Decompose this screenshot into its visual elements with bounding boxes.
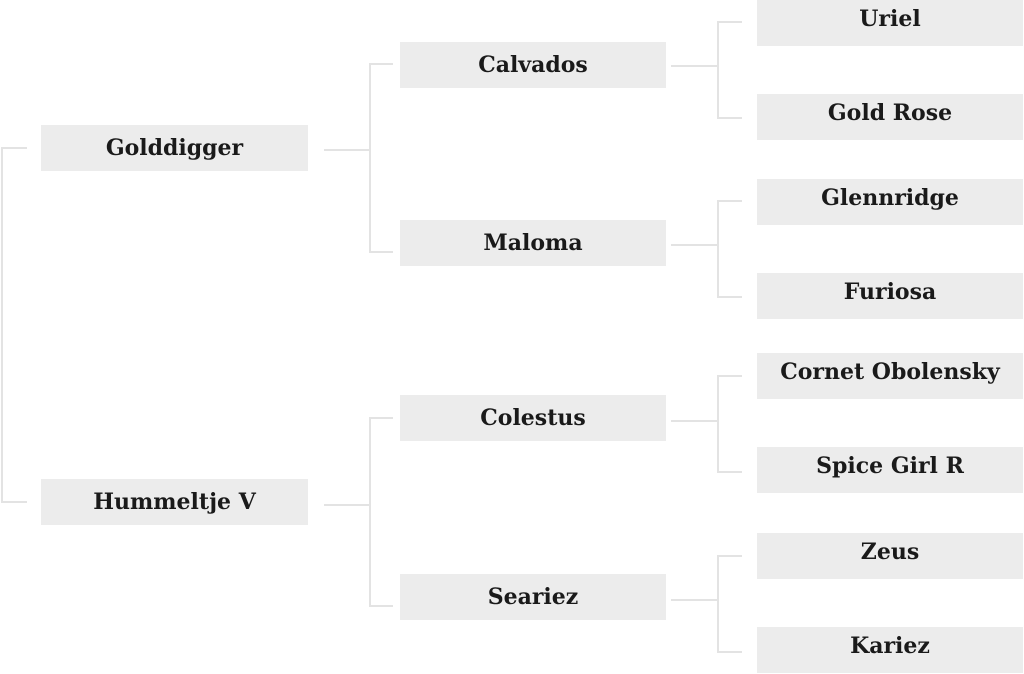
node-uriel-label: Uriel — [859, 6, 921, 32]
node-uriel: Uriel — [757, 0, 1023, 46]
connector-seariez-bracket — [717, 555, 742, 653]
node-hummeltje-v: Hummeltje V — [41, 479, 308, 525]
node-zeus: Zeus — [757, 533, 1023, 579]
connector-hummeltje-bracket — [369, 417, 393, 607]
node-calvados-label: Calvados — [478, 52, 588, 78]
node-spice-girl-r: Spice Girl R — [757, 447, 1023, 493]
node-glennridge: Glennridge — [757, 179, 1023, 225]
node-glennridge-label: Glennridge — [821, 185, 959, 211]
node-golddigger-label: Golddigger — [105, 135, 244, 161]
node-kariez-label: Kariez — [850, 633, 930, 659]
node-gold-rose-label: Gold Rose — [827, 100, 953, 126]
node-kariez: Kariez — [757, 627, 1023, 673]
node-calvados: Calvados — [400, 42, 666, 88]
node-spice-girl-r-label: Spice Girl R — [816, 453, 964, 479]
node-maloma-label: Maloma — [483, 230, 583, 256]
connector-root — [1, 147, 27, 503]
node-golddigger: Golddigger — [41, 125, 308, 171]
connector-maloma-bracket — [717, 200, 742, 298]
node-maloma: Maloma — [400, 220, 666, 266]
node-colestus: Colestus — [400, 395, 666, 441]
node-seariez-label: Seariez — [487, 584, 579, 610]
node-cornet-obolensky-label: Cornet Obolensky — [780, 359, 1000, 385]
node-furiosa-label: Furiosa — [843, 279, 937, 305]
node-colestus-label: Colestus — [480, 405, 586, 431]
node-zeus-label: Zeus — [860, 539, 920, 565]
node-hummeltje-v-label: Hummeltje V — [93, 489, 256, 515]
node-furiosa: Furiosa — [757, 273, 1023, 319]
node-gold-rose: Gold Rose — [757, 94, 1023, 140]
connector-golddigger-bracket — [369, 63, 393, 253]
node-seariez: Seariez — [400, 574, 666, 620]
connector-colestus-bracket — [717, 375, 742, 473]
node-cornet-obolensky: Cornet Obolensky — [757, 353, 1023, 399]
connector-calvados-bracket — [717, 21, 742, 119]
